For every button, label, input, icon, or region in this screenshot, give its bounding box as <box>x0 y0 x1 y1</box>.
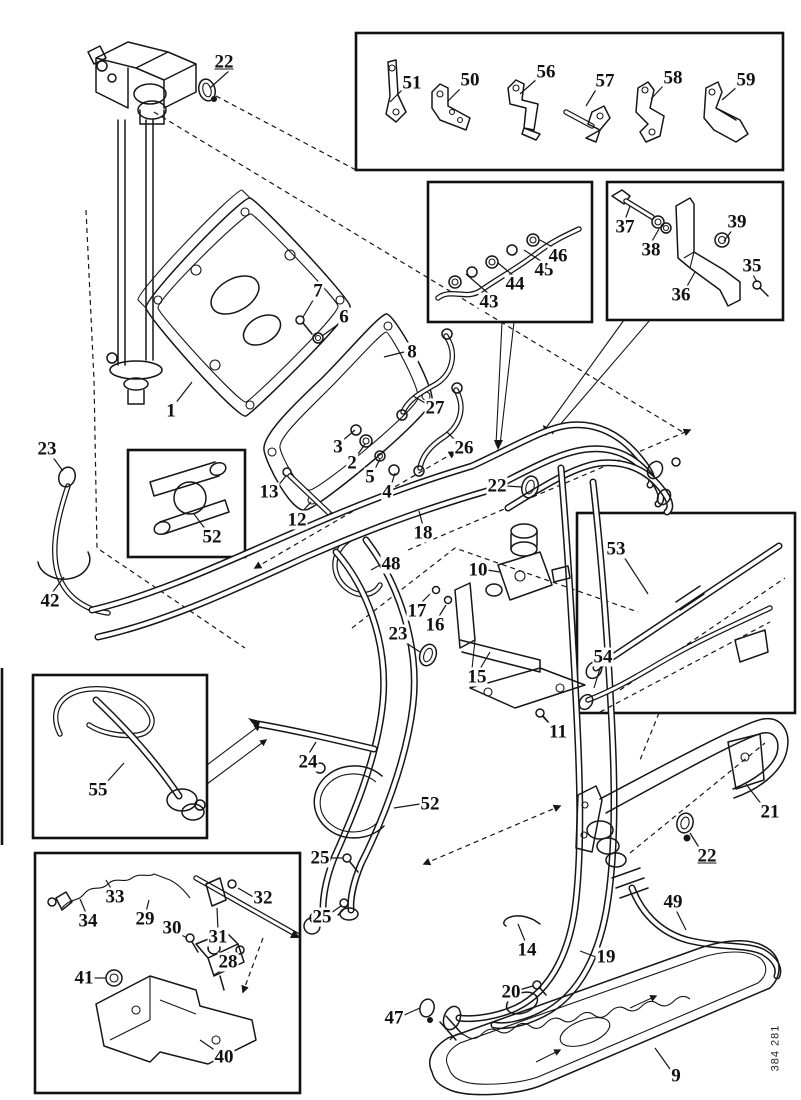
part-label-41: 41 <box>73 967 95 989</box>
part-label-53: 53 <box>605 538 627 560</box>
part-label-58: 58 <box>662 67 684 89</box>
hose-24 <box>248 718 374 749</box>
fittings-inset <box>438 229 579 298</box>
part-label-10: 10 <box>467 559 489 581</box>
descending-tubes <box>303 468 614 1041</box>
part-label-40: 40 <box>213 1046 235 1068</box>
part-label-30: 30 <box>161 917 183 939</box>
part-label-56: 56 <box>535 61 557 83</box>
part-label-12: 12 <box>286 509 308 531</box>
part-label-2: 2 <box>346 452 358 474</box>
part-label-54: 54 <box>592 646 614 668</box>
part-label-27: 27 <box>424 397 446 419</box>
part-label-24: 24 <box>297 751 319 773</box>
part-label-14: 14 <box>516 939 538 961</box>
part-label-20: 20 <box>500 981 522 1003</box>
part-label-13: 13 <box>258 481 280 503</box>
part-label-9: 9 <box>670 1065 682 1087</box>
part-label-1: 1 <box>165 400 177 422</box>
part-label-52: 52 <box>201 526 223 548</box>
part-label-46: 46 <box>547 245 569 267</box>
tee-fitting-52 <box>149 461 230 536</box>
tubes-inset <box>578 546 786 713</box>
part-label-23: 23 <box>387 623 409 645</box>
part-label-38: 38 <box>640 239 662 261</box>
part-label-52: 52 <box>419 793 441 815</box>
part-label-36: 36 <box>670 284 692 306</box>
part-label-51: 51 <box>401 72 423 94</box>
part-label-7: 7 <box>312 280 324 302</box>
part-label-11: 11 <box>548 721 568 743</box>
part-label-33: 33 <box>104 886 126 908</box>
part-label-25: 25 <box>309 847 331 869</box>
figure-code: 384 281 <box>769 1024 782 1072</box>
part-label-26: 26 <box>453 437 475 459</box>
part-label-37: 37 <box>614 216 636 238</box>
part-label-16: 16 <box>424 614 446 636</box>
belly-pan <box>428 940 780 1096</box>
hoses <box>37 328 462 613</box>
part-label-4: 4 <box>381 481 393 503</box>
part-label-43: 43 <box>478 291 500 313</box>
bracket-inset-parts <box>385 59 749 143</box>
part-label-22: 22 <box>486 475 508 497</box>
part-label-17: 17 <box>406 600 428 622</box>
part-label-57: 57 <box>594 70 616 92</box>
part-label-22: 22 <box>213 51 235 73</box>
inset-boxes <box>0 31 797 1095</box>
bolt-bracket-inset <box>611 189 769 307</box>
part-label-29: 29 <box>134 908 156 930</box>
part-label-42: 42 <box>39 590 61 612</box>
loop-tube-21 <box>575 717 789 976</box>
part-label-39: 39 <box>726 211 748 233</box>
part-label-34: 34 <box>77 910 99 932</box>
part-label-50: 50 <box>459 69 481 91</box>
part-label-44: 44 <box>504 273 526 295</box>
part-label-25: 25 <box>311 906 333 928</box>
part-label-49: 49 <box>662 891 684 913</box>
fuel-line-bundle <box>92 425 681 637</box>
part-label-19: 19 <box>595 946 617 968</box>
part-label-35: 35 <box>741 255 763 277</box>
part-label-18: 18 <box>412 522 434 544</box>
part-label-8: 8 <box>406 341 418 363</box>
alignment-dashed-lines <box>85 95 766 994</box>
part-label-59: 59 <box>735 69 757 91</box>
part-label-55: 55 <box>87 779 109 801</box>
part-label-31: 31 <box>207 926 229 948</box>
part-label-15: 15 <box>466 666 488 688</box>
part-label-6: 6 <box>338 306 350 328</box>
part-label-22: 22 <box>696 845 718 867</box>
part-label-21: 21 <box>759 801 781 823</box>
hose-inset-55 <box>52 686 206 821</box>
pump-assembly <box>87 41 217 405</box>
part-label-3: 3 <box>332 436 344 458</box>
part-label-28: 28 <box>217 951 239 973</box>
part-label-47: 47 <box>383 1007 405 1029</box>
part-label-48: 48 <box>380 553 402 575</box>
part-label-5: 5 <box>364 466 376 488</box>
part-label-32: 32 <box>252 887 274 909</box>
valve-assembly <box>418 523 586 724</box>
part-label-23: 23 <box>36 438 58 460</box>
